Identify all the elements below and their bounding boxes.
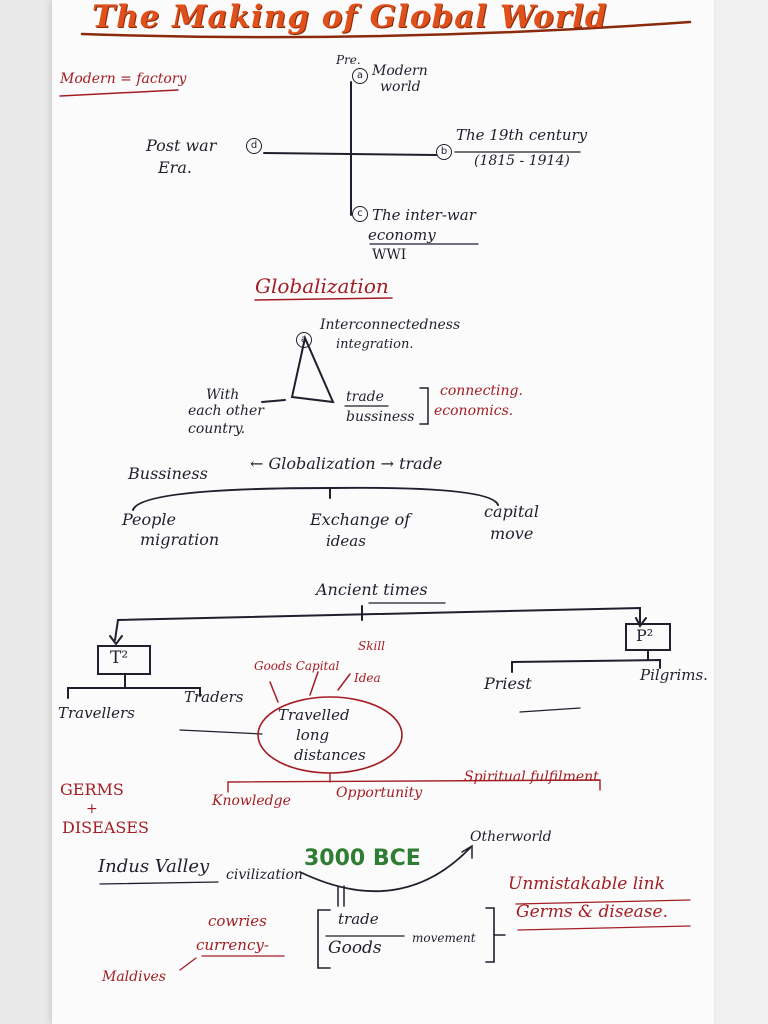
adjacent-page bbox=[714, 0, 768, 1024]
diseases-label: DISEASES bbox=[62, 818, 149, 837]
otherworld-label: Otherworld bbox=[470, 829, 552, 845]
title-underline bbox=[80, 20, 692, 39]
unmistakable-1: Unmistakable link bbox=[508, 874, 665, 894]
modern-world-1: Modern bbox=[372, 63, 428, 79]
exchange-2: ideas bbox=[326, 532, 366, 550]
globalization-heading: Globalization bbox=[255, 274, 389, 298]
pilgrims-label: Pilgrims. bbox=[640, 666, 708, 684]
unmistakable-2: Germs & disease. bbox=[516, 902, 668, 922]
ancient-branch bbox=[114, 606, 641, 641]
exchange-1: Exchange of bbox=[310, 510, 411, 529]
circle-c: c bbox=[352, 206, 368, 222]
germs-label: GERMS bbox=[60, 780, 124, 799]
movement-label: movement bbox=[412, 931, 476, 945]
maldives-label: Maldives bbox=[102, 969, 166, 985]
trade-1: trade bbox=[346, 389, 384, 405]
notebook-page bbox=[52, 0, 714, 1024]
with-3: country. bbox=[188, 421, 246, 437]
interwar-1: The inter-war bbox=[372, 206, 476, 224]
connecting-2: economics. bbox=[434, 403, 514, 419]
postwar-1: Post war bbox=[146, 136, 217, 155]
opportunity-label: Opportunity bbox=[336, 785, 423, 801]
people-2: migration bbox=[140, 530, 220, 549]
travelled-2: long bbox=[296, 726, 330, 744]
circle-b: b bbox=[436, 144, 452, 160]
trade-label: trade bbox=[338, 910, 379, 928]
priest-underline bbox=[519, 707, 581, 713]
idea-label: Idea bbox=[354, 671, 381, 685]
century-line1: The 19th century bbox=[456, 126, 588, 144]
globalization-underline bbox=[254, 297, 393, 301]
horizontal-axis bbox=[263, 152, 437, 156]
interconnectedness: Interconnectedness bbox=[320, 317, 461, 333]
globalization-triangle bbox=[290, 334, 335, 404]
modern-underline bbox=[59, 89, 179, 97]
integration: integration. bbox=[336, 337, 414, 352]
priest-label: Priest bbox=[484, 674, 532, 693]
spiritual-label: Spiritual fulfilment bbox=[464, 769, 599, 785]
connecting-1: connecting. bbox=[440, 383, 523, 399]
with-1: With bbox=[206, 387, 240, 403]
goods-capital-label: Goods Capital bbox=[254, 659, 340, 673]
circle-tri-a: a bbox=[296, 332, 312, 348]
bce-label: 3000 BCE bbox=[304, 846, 421, 871]
traders-underline bbox=[179, 729, 263, 735]
interwar-2: economy bbox=[368, 226, 436, 244]
cowries-1: cowries bbox=[208, 912, 267, 930]
ancient-heading: Ancient times bbox=[316, 580, 428, 599]
page-title: The Making of Global World bbox=[92, 0, 608, 35]
circle-a: a bbox=[352, 68, 368, 84]
knowledge-label: Knowledge bbox=[212, 793, 291, 809]
trade-box bbox=[317, 909, 331, 969]
t2-label: T² bbox=[110, 648, 129, 668]
pre-label: Pre. bbox=[336, 53, 361, 67]
with-arrow bbox=[261, 399, 286, 403]
postwar-2: Era. bbox=[158, 158, 192, 177]
indus-valley-label: Indus Valley bbox=[98, 856, 210, 877]
otherworld-arc bbox=[299, 847, 471, 893]
cowries-2: currency- bbox=[196, 936, 269, 954]
p2-branch bbox=[511, 658, 661, 673]
interwar-3: WWI bbox=[372, 247, 407, 263]
t2-branch bbox=[67, 687, 201, 699]
traders-label: Traders bbox=[184, 688, 244, 706]
business-label: Bussiness bbox=[128, 464, 208, 483]
bce-underline bbox=[99, 881, 219, 885]
capital-2: move bbox=[490, 524, 534, 543]
skill-label: Skill bbox=[358, 639, 386, 653]
civilization-label: civilization bbox=[226, 867, 303, 883]
people-1: People bbox=[122, 510, 176, 529]
with-2: each other bbox=[188, 403, 264, 419]
modern-world-2: world bbox=[380, 79, 421, 95]
century-line2: (1815 - 1914) bbox=[474, 153, 570, 169]
trade-2: bussiness bbox=[346, 409, 415, 425]
goods-label: Goods bbox=[328, 938, 382, 958]
germs-plus: + bbox=[86, 801, 98, 817]
outcome-bracket bbox=[227, 779, 601, 793]
travelled-1: Travelled bbox=[278, 706, 350, 724]
capital-1: capital bbox=[484, 502, 539, 521]
chain-bracket bbox=[132, 486, 499, 511]
modern-factory-note: Modern = factory bbox=[60, 71, 187, 87]
globalization-chain: ← Globalization → trade bbox=[250, 454, 443, 473]
bracket-connecting bbox=[419, 387, 429, 425]
circle-d: d bbox=[246, 138, 262, 154]
travelled-3: distances bbox=[294, 746, 366, 764]
p2-label: P² bbox=[636, 626, 654, 645]
travellers-label: Travellers bbox=[58, 704, 135, 722]
